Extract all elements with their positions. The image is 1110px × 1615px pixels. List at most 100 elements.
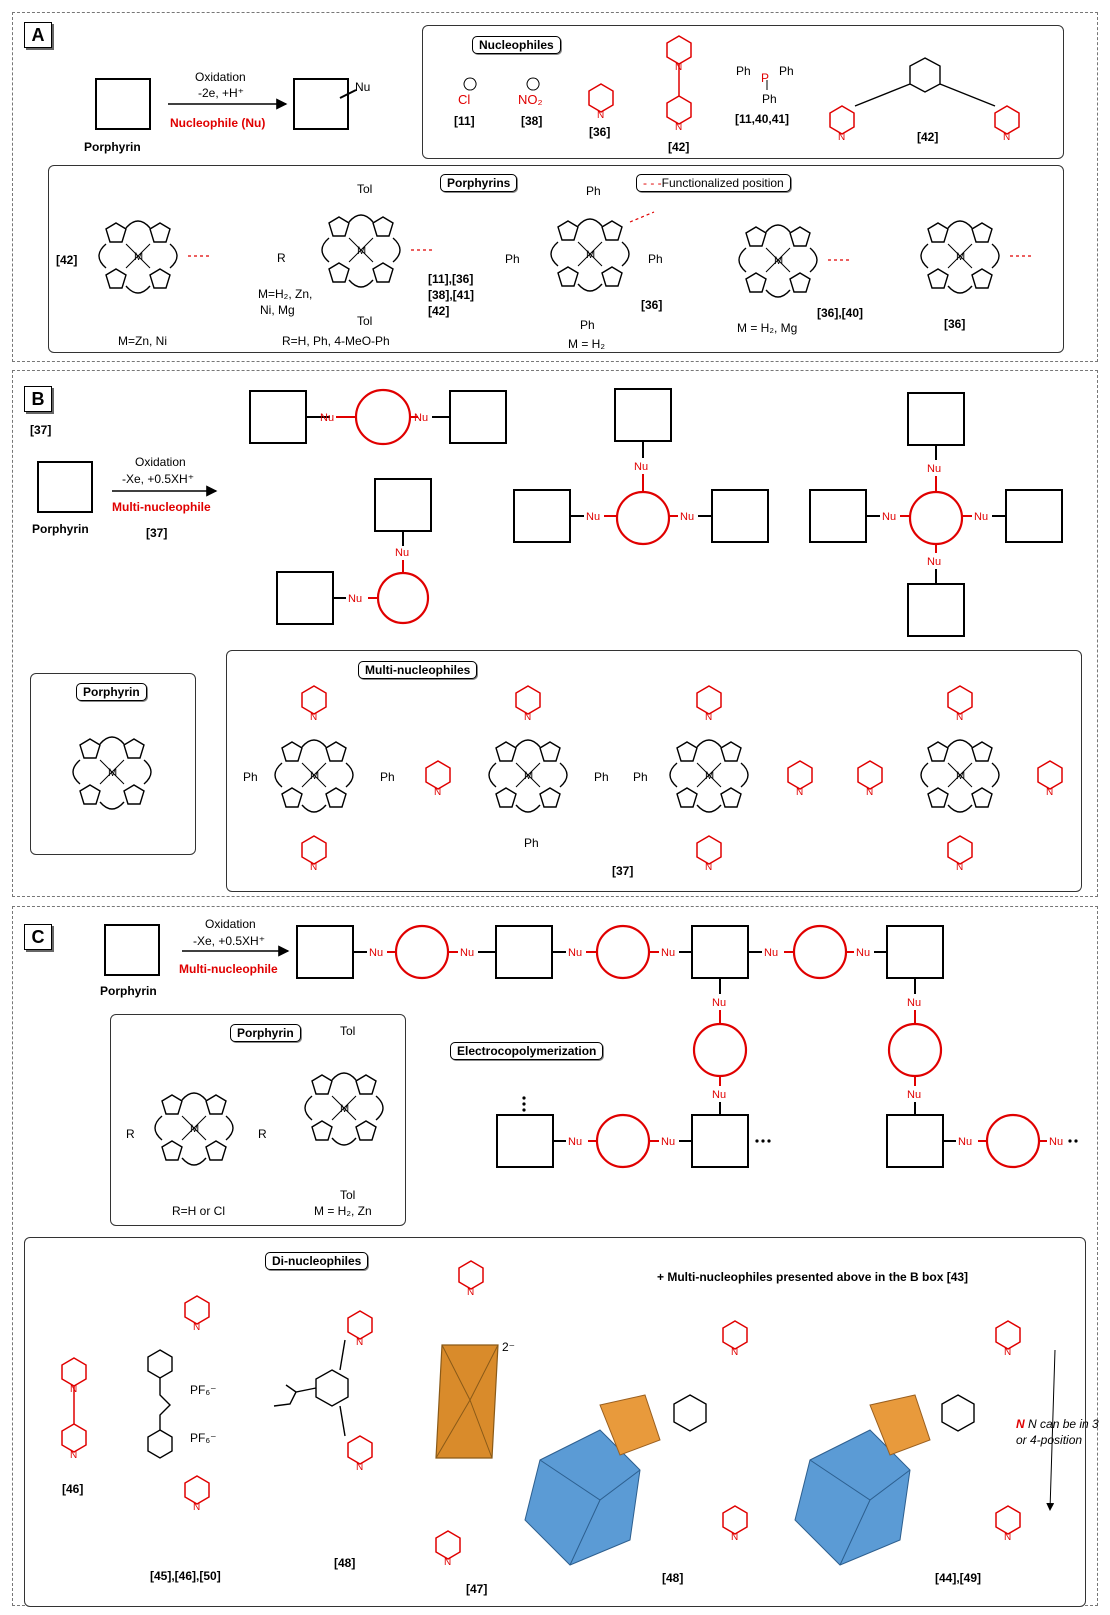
porphyrin-2-ref-3: [42]: [428, 304, 450, 318]
di-ref-1: [46]: [62, 1482, 84, 1496]
reagent-label: Nucleophile (Nu): [170, 116, 266, 130]
b-mn3-ph-left: Ph: [633, 770, 648, 784]
svg-text:Nu: Nu: [414, 412, 428, 424]
svg-text:Nu: Nu: [974, 511, 988, 523]
c-caption-right: M = H₂, Zn: [314, 1204, 372, 1218]
porphyrin-2-tol-bottom: Tol: [357, 314, 373, 328]
svg-text:Nu: Nu: [712, 1089, 726, 1101]
c-porphyrin-box-title: Porphyrin: [230, 1024, 301, 1042]
n-position-note-2: or 4-position: [1016, 1433, 1083, 1447]
porphyrin-2-tol-top: Tol: [357, 182, 373, 196]
svg-text:Nu: Nu: [712, 997, 726, 1009]
n-position-note-1: N N can be in 3: [1016, 1417, 1099, 1431]
c-porphyrin-box: [110, 1014, 406, 1226]
pentamer-assembly: Nu Nu Nu Nu: [809, 392, 1063, 637]
svg-text:Nu: Nu: [764, 947, 778, 959]
c-r-right: R: [258, 1127, 267, 1141]
di-ref-6: [44],[49]: [935, 1571, 982, 1585]
di-nucleophiles-title: Di-nucleophiles: [265, 1252, 369, 1270]
panel-b-letter: B: [24, 386, 52, 412]
multi-note: + Multi-nucleophiles presented above in …: [657, 1270, 969, 1284]
svg-text:Nu: Nu: [395, 547, 409, 559]
b-conditions: -Xe, +0.5XH⁺: [122, 472, 195, 486]
panel-a-letter: A: [24, 22, 52, 48]
svg-text:Nu: Nu: [680, 511, 694, 523]
svg-text:Nu: Nu: [369, 947, 383, 959]
ph-label-2: Ph: [779, 64, 794, 78]
porphyrin-3-ph-bottom: Ph: [580, 318, 595, 332]
legend-text: Functionalized position: [661, 176, 784, 190]
multi-nucleophiles-box: [226, 650, 1082, 892]
c-caption-left: R=H or Cl: [172, 1204, 226, 1218]
svg-text:Nu: Nu: [586, 511, 600, 523]
porphyrin-2-metal-1: M=H₂, Zn,: [258, 287, 313, 301]
di-ref-5: [48]: [662, 1571, 684, 1585]
diyne-ref: [42]: [917, 130, 939, 144]
b-oxidation: Oxidation: [135, 455, 186, 469]
b-porphyrin-box: [30, 673, 196, 855]
porphyrin-3-ref: [36]: [641, 298, 663, 312]
panel-a: [12, 12, 1098, 362]
porphyrin-3-caption: M = H₂: [568, 337, 605, 351]
di-ref-3: [48]: [334, 1556, 356, 1570]
porphyrin-2-metal-2: Ni, Mg: [260, 303, 295, 317]
porphyrin-3-ph-top: Ph: [586, 184, 601, 198]
b-porphyrin-box-title: Porphyrin: [76, 683, 147, 701]
nitrite: NO₂: [518, 92, 543, 107]
porphyrin-1-caption: M=Zn, Ni: [118, 334, 168, 348]
porphyrin-2-r: R: [277, 251, 286, 265]
c-porphyrin-label: Porphyrin: [100, 984, 157, 998]
svg-text:Nu: Nu: [568, 947, 582, 959]
c-tol-bottom: Tol: [340, 1188, 356, 1202]
porphyrin-3-ph-left: Ph: [505, 252, 520, 266]
polyoxometalate-cluster-2: [794, 1394, 931, 1566]
functionalized-legend: - - -Functionalized position: [636, 174, 791, 192]
di-ref-2: [45],[46],[50]: [150, 1569, 221, 1583]
svg-text:Nu: Nu: [927, 463, 941, 475]
svg-text:Nu: Nu: [320, 412, 334, 424]
porphyrin-2-ref-2: [38],[41]: [428, 288, 475, 302]
tetramer-assembly: Nu Nu Nu: [513, 388, 769, 546]
svg-text:Nu: Nu: [907, 997, 921, 1009]
multi-nucleophiles-ref: [37]: [612, 864, 634, 878]
di-ref-4: [47]: [466, 1582, 488, 1596]
multi-nucleophiles-title: Multi-nucleophiles: [358, 661, 478, 679]
dimer-assembly: Nu Nu: [249, 388, 507, 446]
c-conditions: -Xe, +0.5XH⁺: [193, 934, 266, 948]
svg-text:Nu: Nu: [460, 947, 474, 959]
phosphorus-label: P: [761, 71, 770, 85]
svg-text:Nu: Nu: [927, 556, 941, 568]
polymer-chain: Nu Nu Nu Nu Nu Nu Nu Nu Nu: [296, 924, 1078, 1169]
porphyrins-title: Porphyrins: [440, 174, 518, 192]
b-mn1-ph-left: Ph: [243, 770, 258, 784]
porphyrin-3-ph-right: Ph: [648, 252, 663, 266]
chloride: Cl: [458, 92, 471, 107]
svg-text:Nu: Nu: [856, 947, 870, 959]
b-mn2-ph-right: Ph: [594, 770, 609, 784]
svg-text:Nu: Nu: [661, 947, 675, 959]
oxidation-label: Oxidation: [195, 70, 246, 84]
svg-text:Nu: Nu: [661, 1136, 675, 1148]
ph-label-3: Ph: [762, 92, 777, 106]
b-porphyrin-label: Porphyrin: [32, 522, 89, 536]
b-ref: [37]: [146, 526, 168, 540]
electrocopolymerization-label: Electrocopolymerization: [450, 1042, 604, 1060]
porphyrin-2-ref-1: [11],[36]: [428, 272, 474, 286]
svg-text:Nu: Nu: [907, 1089, 921, 1101]
porphyrin-4-ref: [36],[40]: [817, 306, 864, 320]
porphyrin-square: [95, 78, 151, 130]
svg-text:Nu: Nu: [348, 593, 362, 605]
nitrite-ref: [38]: [521, 114, 543, 128]
c-oxidation: Oxidation: [205, 917, 256, 931]
porphyrin-5-ref: [36]: [944, 317, 966, 331]
panel-b: [12, 370, 1098, 897]
ph-label-1: Ph: [736, 64, 751, 78]
chloride-ref: [11]: [454, 114, 475, 128]
pyridine-ref: [36]: [589, 125, 611, 139]
cluster-charge: 2⁻: [502, 1340, 516, 1354]
pf6-label-1: PF₆⁻: [190, 1383, 217, 1397]
svg-text:Nu: Nu: [882, 511, 896, 523]
n-note-text: N can be in 3: [1028, 1417, 1099, 1431]
svg-text:Nu: Nu: [1049, 1136, 1063, 1148]
